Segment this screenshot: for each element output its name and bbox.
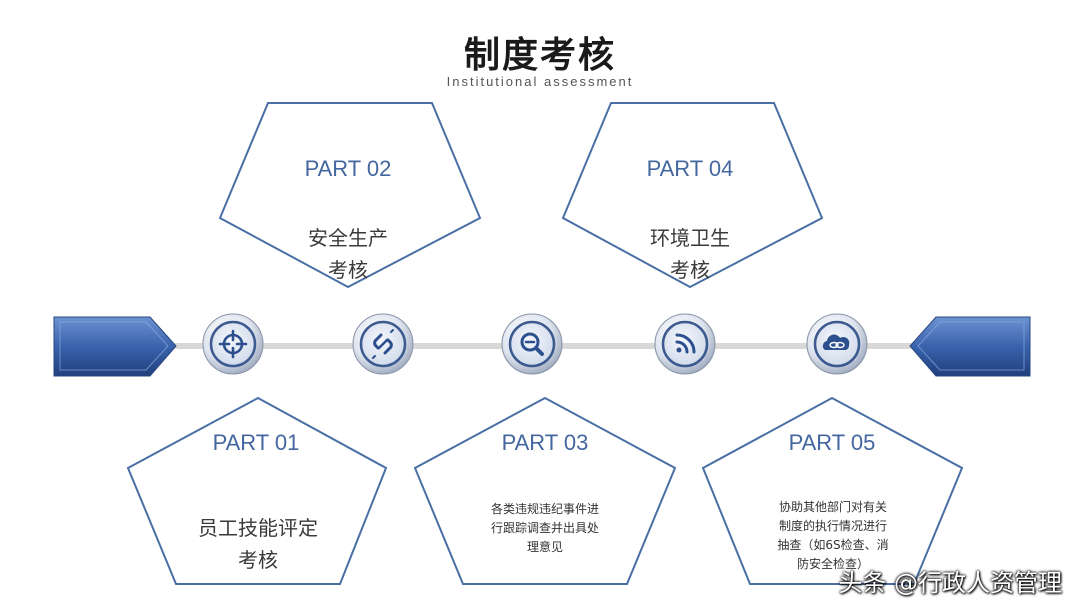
cloud-link-icon (822, 334, 850, 350)
page-subtitle: Institutional assessment (446, 74, 634, 89)
node-part-01 (202, 313, 264, 375)
part-05-description: 协助其他部门对有关制度的执行情况进行抽查（如6S检查、消防安全检查） (777, 500, 889, 571)
part-02-description: 安全生产考核 (308, 226, 388, 282)
search-minus-icon (520, 332, 544, 356)
part-01-description: 员工技能评定考核 (198, 516, 318, 572)
crosshair-icon (218, 329, 248, 359)
part-05-label: PART 05 (788, 430, 876, 455)
node-part-04 (654, 313, 716, 375)
right-arrow-shape (909, 316, 1031, 377)
node-part-05 (806, 313, 868, 375)
pentagon-part-05 (701, 396, 964, 585)
part-03-description: 各类违规违纪事件进行跟踪调查并出具处理意见 (490, 502, 599, 554)
node-part-02 (352, 313, 414, 375)
part-04-label: PART 04 (646, 156, 734, 181)
part-01-label: PART 01 (212, 430, 300, 455)
pentagon-part-01 (126, 396, 388, 585)
part-04-description: 环境卫生考核 (650, 226, 730, 282)
pentagon-part-02 (218, 102, 482, 289)
part-03-label: PART 03 (501, 430, 589, 455)
part-02-label: PART 02 (304, 156, 392, 181)
rss-icon (675, 333, 696, 354)
pentagon-part-03 (413, 396, 677, 585)
pentagon-part-04 (561, 102, 824, 289)
watermark: 头条 @行政人资管理 (838, 569, 1062, 597)
page-title: 制度考核 (463, 35, 616, 76)
left-arrow-shape (53, 316, 177, 377)
node-part-03 (501, 313, 563, 375)
